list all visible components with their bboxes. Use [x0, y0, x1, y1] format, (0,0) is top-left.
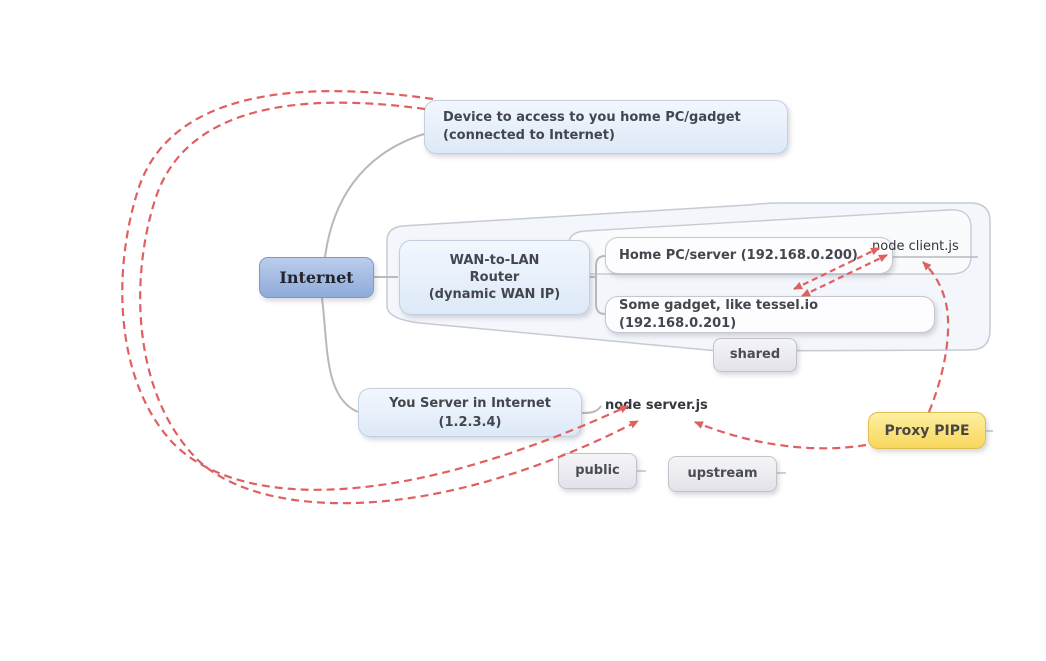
- node-you-server-line1: You Server in Internet: [389, 395, 551, 411]
- node-shared-label: shared: [729, 347, 781, 362]
- node-proxy-pipe[interactable]: Proxy PIPE: [868, 412, 986, 449]
- node-gadget-label: Some gadget, like tessel.io (192.168.0.2…: [619, 297, 819, 331]
- connector-internet-device: [324, 133, 425, 258]
- node-public-label: public: [575, 463, 620, 478]
- arrow-proxy-to-nodeclient: [922, 261, 950, 413]
- node-public[interactable]: public: [558, 453, 637, 489]
- node-device-line1: Device to access to you home PC/gadget: [443, 110, 741, 125]
- node-you-server-line2: (1.2.3.4): [438, 414, 502, 430]
- node-shared[interactable]: shared: [713, 338, 797, 372]
- node-internet-label: Internet: [279, 267, 354, 287]
- node-home-pc[interactable]: Home PC/server (192.168.0.200): [605, 237, 893, 274]
- connector-internet-youserver: [321, 297, 359, 413]
- connector-router-children-bracket: [590, 255, 606, 315]
- node-gadget[interactable]: Some gadget, like tessel.io (192.168.0.2…: [605, 296, 935, 333]
- node-device-line2: (connected to Internet): [443, 128, 615, 143]
- node-client-js-label[interactable]: node client.js: [872, 239, 959, 254]
- node-router-line1: WAN-to-LAN: [449, 253, 540, 268]
- node-router[interactable]: WAN-to-LAN Router (dynamic WAN IP): [399, 240, 590, 315]
- node-you-server[interactable]: You Server in Internet (1.2.3.4): [358, 388, 582, 437]
- node-server-js-label[interactable]: node server.js: [605, 398, 708, 413]
- node-internet[interactable]: Internet: [259, 257, 374, 298]
- node-upstream-label: upstream: [687, 466, 758, 481]
- node-router-line2: Router: [469, 270, 520, 285]
- node-proxy-pipe-label: Proxy PIPE: [884, 422, 970, 439]
- connector-youserver-nodeserver: [581, 405, 602, 414]
- node-home-pc-label: Home PC/server (192.168.0.200): [619, 247, 858, 263]
- arrow-proxy-to-nodeserver: [694, 420, 867, 450]
- node-device[interactable]: Device to access to you home PC/gadget (…: [424, 100, 788, 154]
- node-upstream[interactable]: upstream: [668, 456, 777, 492]
- node-router-line3: (dynamic WAN IP): [428, 287, 561, 302]
